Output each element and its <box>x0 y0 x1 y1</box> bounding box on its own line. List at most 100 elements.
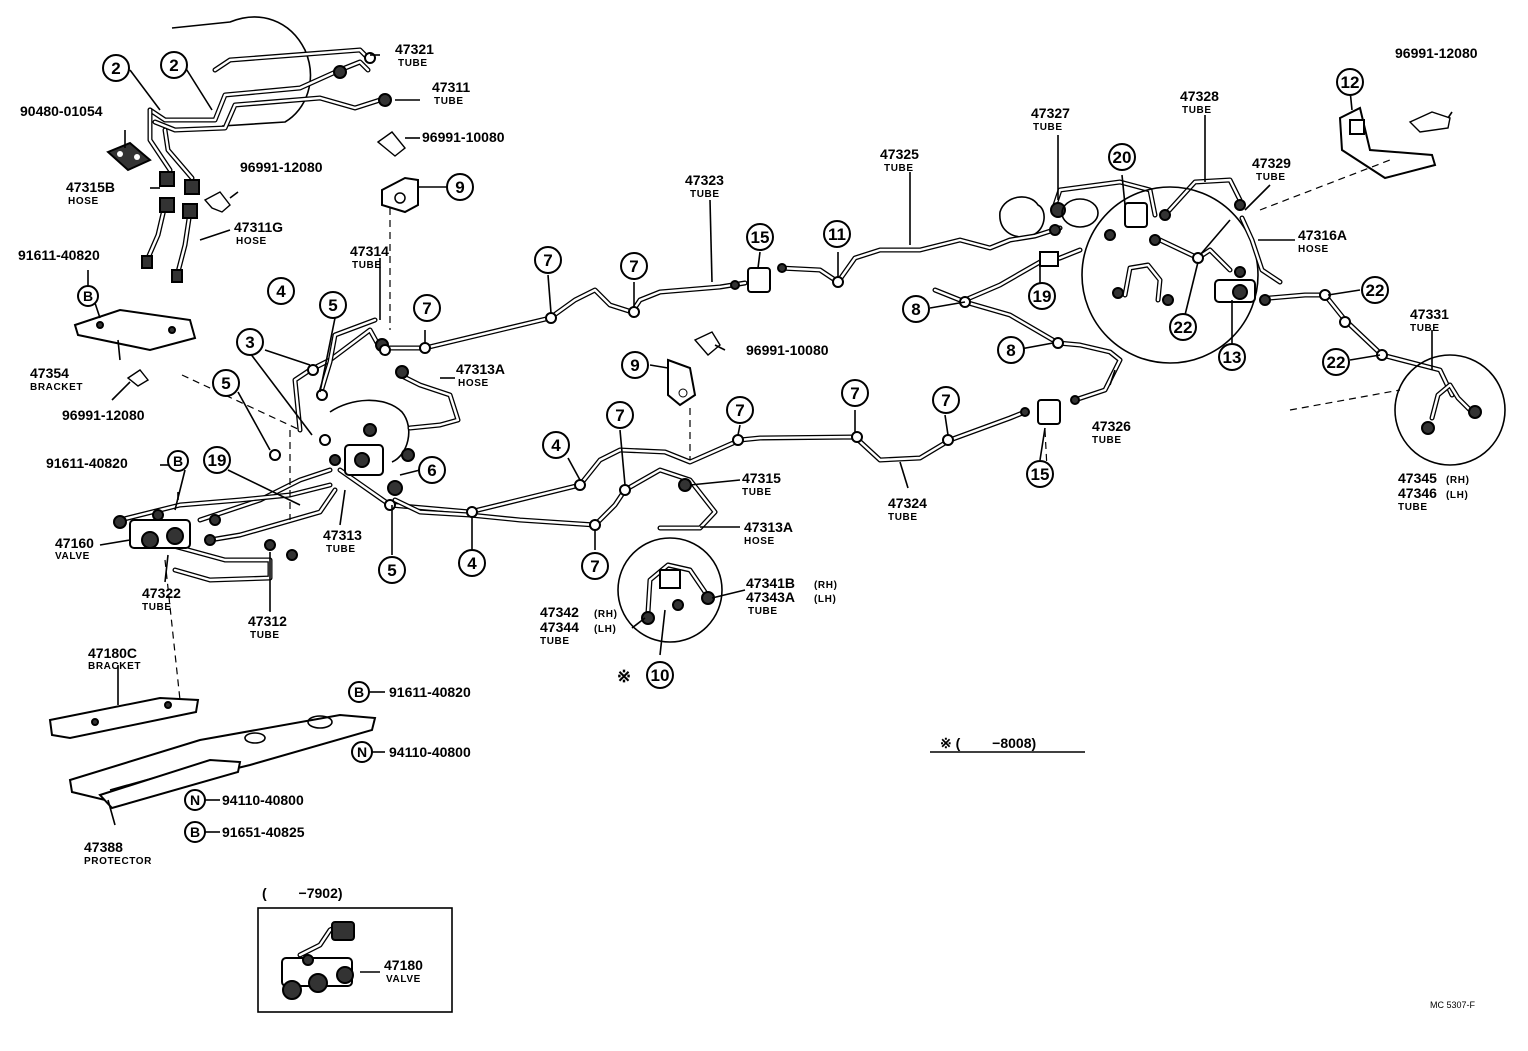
callout-5: 5 <box>319 291 347 319</box>
label-47341B: 47341B (RH) <box>746 575 838 591</box>
svg-text:TUBE: TUBE <box>748 606 778 617</box>
label-91611-40820: 91611-40820 <box>18 247 100 263</box>
alignment-lines <box>164 159 1401 701</box>
svg-text:47327: 47327 <box>1031 105 1070 121</box>
svg-text:47346: 47346 <box>1398 485 1437 501</box>
svg-text:TUBE: TUBE <box>1256 172 1286 183</box>
date-note: ※ ( −8008) <box>940 735 1036 751</box>
callout-B: B <box>348 681 370 703</box>
svg-text:TUBE: TUBE <box>326 544 356 555</box>
svg-text:HOSE: HOSE <box>236 236 267 247</box>
svg-text:22: 22 <box>1366 281 1385 300</box>
callout-19: 19 <box>203 446 231 474</box>
svg-text:47322: 47322 <box>142 585 181 601</box>
svg-text:TUBE: TUBE <box>142 602 172 613</box>
label-96991-10080: 96991-10080 <box>746 342 829 358</box>
callout-5: 5 <box>378 556 406 584</box>
svg-text:7: 7 <box>941 391 950 410</box>
svg-text:47342: 47342 <box>540 604 579 620</box>
callout-7: 7 <box>581 552 609 580</box>
svg-text:2: 2 <box>111 59 120 78</box>
svg-text:7: 7 <box>850 384 859 403</box>
svg-text:8: 8 <box>911 300 920 319</box>
svg-text:11: 11 <box>828 225 846 244</box>
svg-text:19: 19 <box>1033 287 1052 306</box>
callout-B: B <box>167 450 189 472</box>
svg-text:15: 15 <box>1031 465 1050 484</box>
svg-text:22: 22 <box>1174 318 1193 337</box>
svg-text:2: 2 <box>169 56 178 75</box>
svg-text:TUBE: TUBE <box>1092 435 1122 446</box>
detail-circles <box>617 186 1506 643</box>
svg-text:47326: 47326 <box>1092 418 1131 434</box>
svg-text:HOSE: HOSE <box>458 378 489 389</box>
label-47345: 47345(RH) <box>1398 470 1469 486</box>
svg-text:13: 13 <box>1223 348 1242 367</box>
svg-text:TUBE: TUBE <box>434 96 464 107</box>
svg-text:(LH): (LH) <box>814 594 836 605</box>
svg-text:TUBE: TUBE <box>1398 502 1428 513</box>
svg-text:4: 4 <box>276 282 286 301</box>
label-47342: 47342(RH) <box>540 604 617 620</box>
svg-text:(RH): (RH) <box>814 580 838 591</box>
svg-text:TUBE: TUBE <box>888 512 918 523</box>
svg-text:N: N <box>357 744 367 760</box>
svg-text:HOSE: HOSE <box>68 196 99 207</box>
callout-20: 20 <box>1108 143 1136 171</box>
callout-3: 3 <box>236 328 264 356</box>
callout-9: 9 <box>621 351 649 379</box>
svg-text:47344: 47344 <box>540 619 579 635</box>
svg-text:TUBE: TUBE <box>1033 122 1063 133</box>
callout-N: N <box>184 789 206 811</box>
label-96991-12080: 96991-12080 <box>62 407 145 423</box>
svg-text:47314: 47314 <box>350 243 389 259</box>
svg-text:B: B <box>83 288 93 304</box>
svg-text:4: 4 <box>551 436 561 455</box>
svg-text:47341B: 47341B <box>746 575 795 591</box>
drawing-code: MC 5307-F <box>1430 1000 1476 1010</box>
svg-text:47313A: 47313A <box>744 519 793 535</box>
svg-text:B: B <box>173 453 183 469</box>
svg-text:47328: 47328 <box>1180 88 1219 104</box>
callouts: 2 2 9 4 5 7 3 5 19 6 5 4 7 7 15 11 9 4 7… <box>77 51 1389 843</box>
svg-text:TUBE: TUBE <box>690 189 720 200</box>
svg-text:5: 5 <box>328 296 337 315</box>
svg-text:15: 15 <box>751 228 770 247</box>
svg-text:5: 5 <box>221 374 230 393</box>
callout-22: 22 <box>1169 313 1197 341</box>
note-mark: ※ <box>617 667 631 686</box>
label-96991-10080: 96991-10080 <box>422 129 505 145</box>
callout-10: 10 <box>646 661 674 689</box>
svg-text:47343A: 47343A <box>746 589 795 605</box>
label-47343A: 47343A (LH) TUBE <box>746 589 836 617</box>
svg-text:19: 19 <box>208 451 227 470</box>
callout-13: 13 <box>1218 343 1246 371</box>
label-96991-12080: 96991-12080 <box>240 159 323 175</box>
callout-19: 19 <box>1028 282 1056 310</box>
svg-text:N: N <box>190 792 200 808</box>
detail-internals <box>641 262 1482 625</box>
svg-text:7: 7 <box>543 251 552 270</box>
svg-text:7: 7 <box>590 557 599 576</box>
svg-text:B: B <box>354 684 364 700</box>
svg-text:VALVE: VALVE <box>386 974 421 985</box>
booster-outline <box>171 16 1045 463</box>
svg-text:20: 20 <box>1113 148 1132 167</box>
svg-text:TUBE: TUBE <box>398 58 428 69</box>
svg-text:7: 7 <box>735 401 744 420</box>
svg-text:TUBE: TUBE <box>250 630 280 641</box>
svg-text:47313: 47313 <box>323 527 362 543</box>
